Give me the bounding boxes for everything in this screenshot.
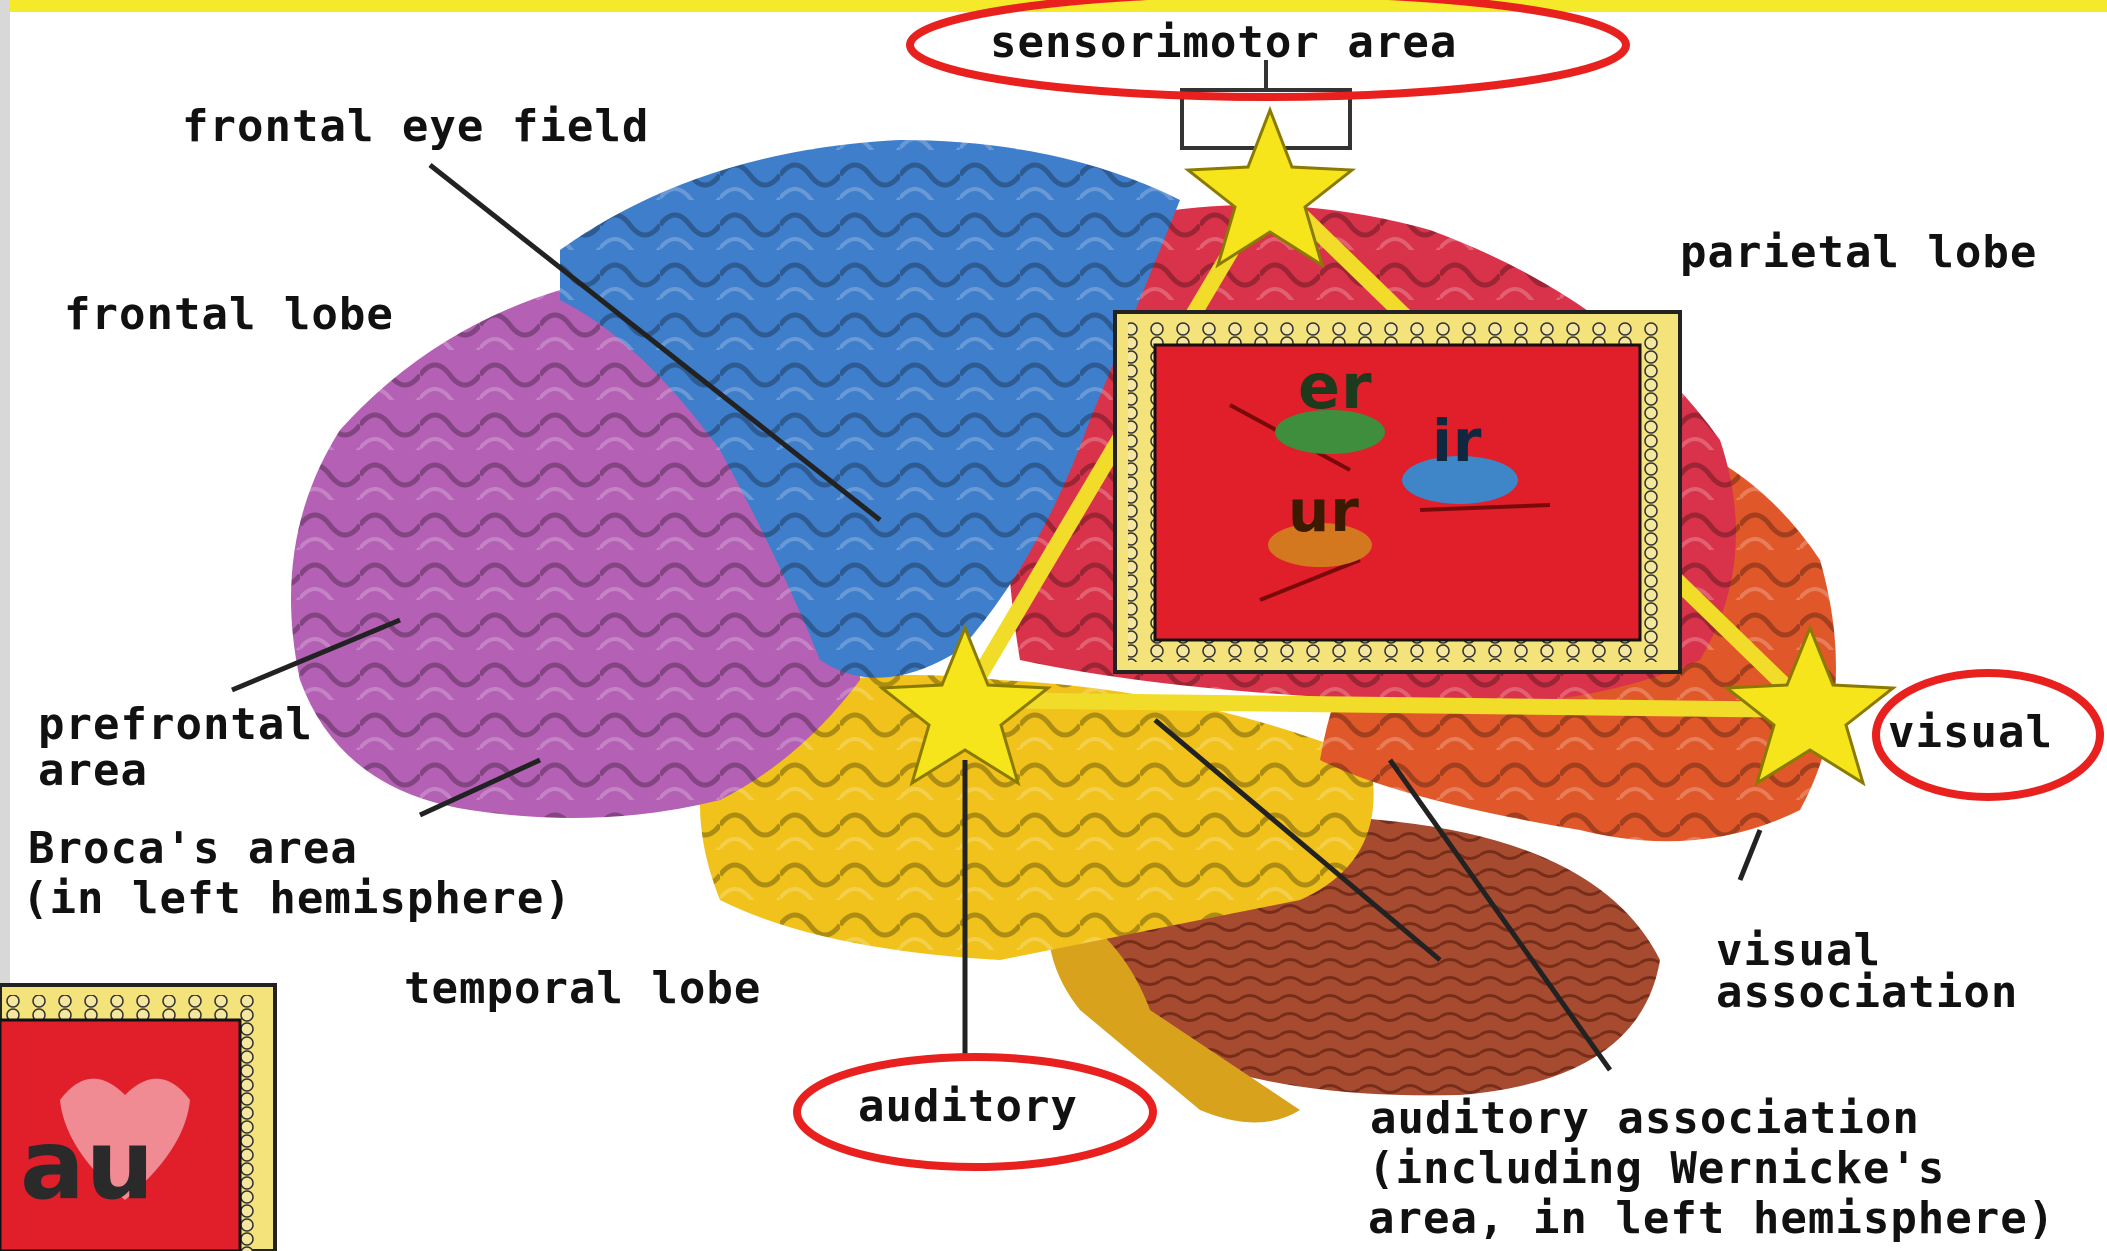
label-frontal-lobe: frontal lobe <box>64 290 394 340</box>
label-visual: visual <box>1888 708 2053 758</box>
label-temporal-lobe: temporal lobe <box>404 964 761 1014</box>
label-auditory-association-line3: area, in left hemisphere) <box>1368 1194 2055 1244</box>
label-auditory-association-line2: (including Wernicke's <box>1368 1144 1945 1194</box>
label-parietal-lobe: parietal lobe <box>1680 228 2037 278</box>
label-auditory: auditory <box>858 1082 1078 1132</box>
label-frontal-eye-field: frontal eye field <box>182 102 649 152</box>
label-prefrontal-line2: area <box>38 746 148 796</box>
label-broca-line2: (in left hemisphere) <box>22 874 572 924</box>
label-auditory-association-line1: auditory association <box>1370 1094 1920 1144</box>
label-prefrontal-line1: prefrontal <box>38 700 313 750</box>
label-sensorimotor-area: sensorimotor area <box>990 18 1457 68</box>
label-broca-line1: Broca's area <box>28 824 358 874</box>
label-visual-association-line2: association <box>1716 968 2018 1018</box>
